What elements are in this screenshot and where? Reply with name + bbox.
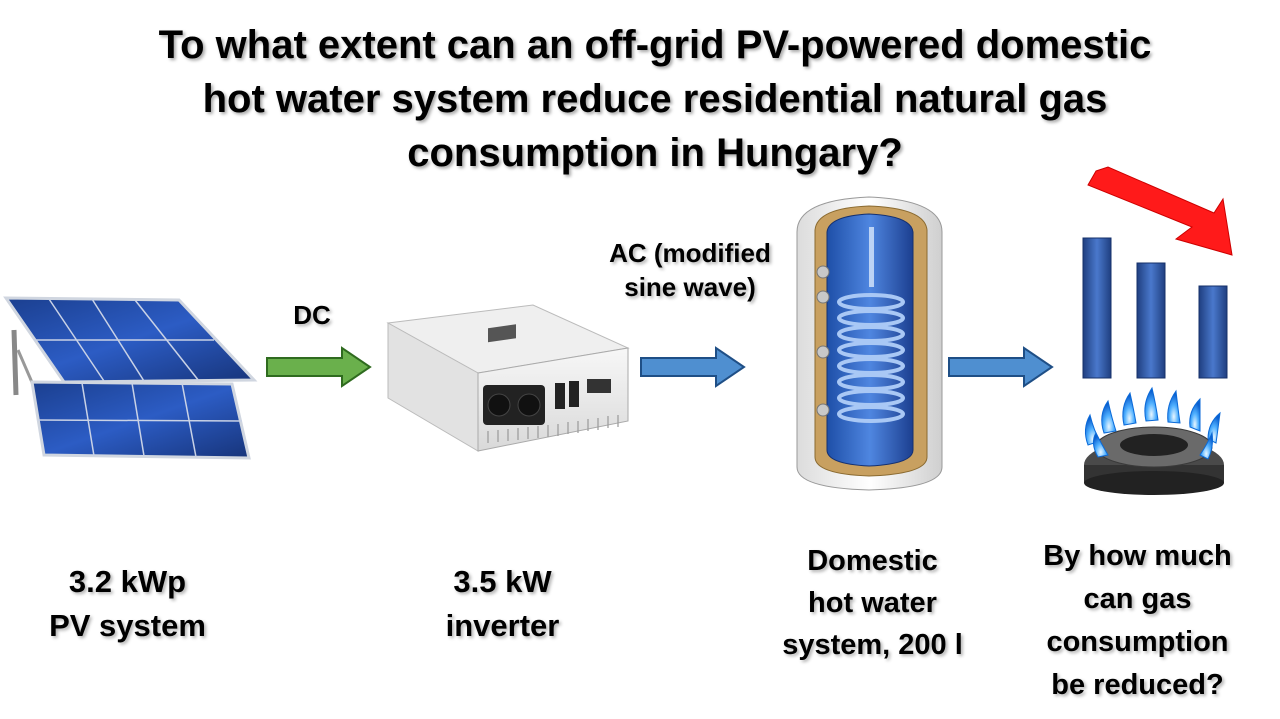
- hot-water-label-line-2: hot water: [808, 587, 937, 619]
- hot-water-label: Domestic hot water system, 200 l: [745, 540, 1000, 666]
- bar-3: [1198, 285, 1228, 379]
- solar-panel-icon: [3, 296, 258, 460]
- bar-1: [1082, 237, 1112, 379]
- ac-arrow: [640, 346, 746, 388]
- gas-reduction-label: By how much can gas consumption be reduc…: [1010, 535, 1265, 707]
- ac-label: AC (modified sine wave): [574, 236, 806, 304]
- gas-label-line-2: can gas: [1083, 583, 1192, 615]
- title-line-3: consumption in Hungary?: [407, 131, 903, 175]
- inverter-label: 3.5 kW inverter: [410, 560, 595, 648]
- title-line-2: hot water system reduce residential natu…: [202, 77, 1108, 121]
- bar-2: [1136, 262, 1166, 379]
- dc-label: DC: [293, 300, 331, 330]
- inverter-icon: [386, 304, 630, 452]
- inverter-label-line-2: inverter: [445, 608, 560, 643]
- red-trend-arrow: [1087, 166, 1233, 256]
- gas-burner-icon: [1084, 386, 1224, 495]
- pv-label-line-1: 3.2 kWp: [68, 564, 187, 599]
- page-title: To what extent can an off-grid PV-powere…: [40, 18, 1270, 180]
- dc-arrow: [266, 346, 372, 388]
- gas-label-line-3: consumption: [1046, 626, 1229, 658]
- hot-water-tank-icon: [796, 196, 943, 491]
- inverter-label-line-1: 3.5 kW: [453, 564, 552, 599]
- ac-label-line-2: sine wave): [624, 272, 756, 302]
- pv-label-line-2: PV system: [49, 608, 206, 643]
- pv-system-label: 3.2 kWp PV system: [20, 560, 235, 648]
- hot-water-label-line-1: Domestic: [807, 545, 938, 577]
- ac-label-line-1: AC (modified: [609, 238, 771, 268]
- hot-water-label-line-3: system, 200 l: [782, 629, 963, 661]
- decreasing-bar-chart-icon: [1082, 166, 1233, 379]
- title-line-1: To what extent can an off-grid PV-powere…: [158, 23, 1152, 67]
- gas-label-line-1: By how much: [1043, 540, 1232, 572]
- gas-label-line-4: be reduced?: [1051, 669, 1224, 701]
- output-arrow: [948, 346, 1054, 388]
